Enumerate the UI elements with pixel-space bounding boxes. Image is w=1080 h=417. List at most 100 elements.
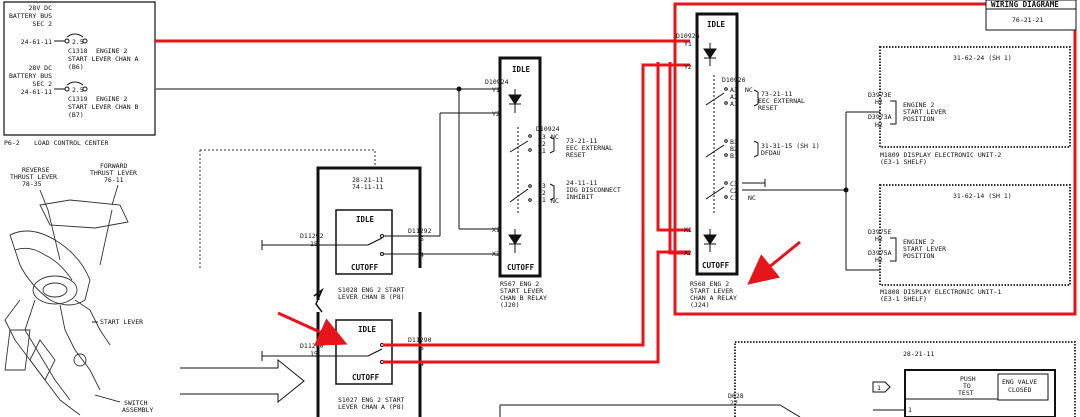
r567-pin-x1: X1: [492, 226, 500, 234]
deu2-desc-3: POSITION: [903, 115, 934, 123]
hollow-arrow-icon: [180, 358, 305, 404]
cb-a-bus: BATTERY BUS: [9, 12, 52, 20]
deu1-pin-top: H2: [875, 235, 883, 243]
deu-bus-wiring: [843, 111, 880, 271]
forward-label-3: 76-11: [104, 176, 124, 184]
cb-b-sec: SEC 2: [32, 80, 52, 88]
cb-a-id: C1318: [68, 47, 88, 55]
svg-text:A1: A1: [538, 147, 546, 155]
s1028-pin4: 4: [420, 251, 424, 259]
s1028-pin-in: 15: [310, 240, 318, 248]
s1028-connector: D11292: [300, 232, 324, 240]
r567-idle-label: IDLE: [512, 65, 531, 74]
cb-b-breaker-icon: [66, 81, 84, 86]
ref-box-line-2: 74-11-11: [352, 183, 383, 191]
cb-b-desc-1: ENGINE 2: [96, 95, 127, 103]
svg-text:PUSH: PUSH: [960, 375, 976, 383]
svg-text:A3: A3: [538, 133, 546, 141]
r568-set-a-desc-1: EEC EXTERNAL: [758, 97, 805, 105]
r568-set-a-desc-2: RESET: [758, 104, 778, 112]
deu1-desc-1: ENGINE 2: [903, 238, 934, 246]
switch-s1027: IDLE CUTOFF D11290 15 D11290 5 4 S1027 E…: [261, 319, 432, 411]
s1027-pin4: 4: [420, 360, 424, 368]
r568-caption-3: CHAN A RELAY: [690, 294, 737, 302]
s1027-caption-1: S1027 ENG 2 START: [338, 396, 405, 404]
r568-set-b-ref: 31-31-15 (SH 1): [761, 142, 820, 150]
mechanical-linkage: [200, 149, 376, 168]
r567-caption-1: R567 ENG 2: [500, 280, 539, 288]
deu2-shelf: (E3-1 SHELF): [880, 158, 927, 166]
switch-assembly-label-1: SWITCH: [124, 399, 148, 407]
s1027-wire-label: D11290: [408, 336, 432, 344]
r568-pin-x2: X2: [684, 249, 692, 257]
svg-text:A3: A3: [730, 86, 738, 94]
svg-text:TO: TO: [963, 382, 971, 390]
svg-text:NC: NC: [745, 86, 753, 94]
switch-s1028: IDLE CUTOFF D11292 15 D11292 5 4 S1028 E…: [261, 209, 490, 301]
s1028-idle-label: IDLE: [356, 215, 375, 224]
r567-contact-conn: D10924: [536, 125, 560, 133]
cb-b-rating: 2.5: [72, 86, 84, 94]
start-lever-label: START LEVER: [100, 318, 143, 326]
cb-b-voltage: 28V DC: [29, 64, 53, 72]
highlighted-circuit: [155, 39, 690, 364]
cb-a-desc-2: START LEVER CHAN A: [68, 55, 139, 63]
svg-text:C3: C3: [538, 182, 546, 190]
forward-label-2: THRUST LEVER: [90, 169, 137, 177]
svg-text:NC: NC: [551, 197, 559, 205]
r568-contact-conn: D10926: [722, 76, 746, 84]
r568-caption-1: R568 ENG 2: [690, 280, 729, 288]
thrust-lever-illustration: REVERSE THRUST LEVER 78-35 FORWARD THRUS…: [4, 149, 376, 416]
deu1-shelf: (E3-1 SHELF): [880, 295, 927, 303]
r567-set-a-contact-icon: [509, 134, 532, 153]
r567-set-a-ref: 73-21-11: [566, 137, 597, 145]
cb-b-id: C1319: [68, 95, 88, 103]
svg-text:C1: C1: [730, 194, 738, 202]
svg-text:A1: A1: [730, 100, 738, 108]
r568-contact-set-a: A3 A2 A1 NC 73-21-11 EEC EXTERNAL RESET: [705, 86, 805, 112]
annotation-arrow-icon: [277, 311, 348, 346]
s1028-caption-2: LEVER CHAN B (P8): [338, 293, 405, 301]
svg-text:A2: A2: [730, 93, 738, 101]
cb-a-breaker-icon: [66, 33, 84, 38]
reverse-label-3: 78-35: [22, 180, 42, 188]
r568-caption-2: START LEVER: [690, 287, 733, 295]
deu1-conn-top: D3975E: [868, 228, 892, 236]
s1027-contact-icon: [367, 348, 383, 357]
r568-set-b-contact-icon: [705, 139, 728, 158]
deu1-unit: M1808 DISPLAY ELECTRONIC UNIT-1: [880, 288, 1001, 296]
cb-a-ref: 24-61-11: [21, 38, 52, 46]
relay-r567: IDLE CUTOFF D10924 Y1 Y2 X1 X2 D10924 A3…: [485, 56, 621, 309]
s1027-connector: D11290: [300, 342, 324, 350]
svg-text:C1: C1: [538, 196, 546, 204]
deu2-desc-1: ENGINE 2: [903, 101, 934, 109]
r567-caption-3: CHAN B RELAY: [500, 294, 547, 302]
bottom-right-pin: 1: [908, 406, 912, 414]
cb-a-terminal-icon: [64, 38, 70, 44]
r567-pin-y2: Y2: [492, 110, 500, 118]
r568-set-b-desc: DFDAU: [761, 149, 781, 157]
r567-set-c-desc-1: IDG DISCONNECT: [566, 186, 621, 194]
svg-text:A2: A2: [538, 140, 546, 148]
r568-set-a-ref: 73-21-11: [761, 90, 792, 98]
s1028-cutoff-label: CUTOFF: [351, 263, 379, 272]
r567-set-c-desc-2: INHIBIT: [566, 193, 593, 201]
s1028-caption-1: S1028 ENG 2 START: [338, 286, 405, 294]
deu1-desc-3: POSITION: [903, 252, 934, 260]
r568-pin-x1: X1: [684, 226, 692, 234]
r567-set-c-contact-icon: [509, 184, 532, 203]
cb-a-desc-1: ENGINE 2: [96, 47, 127, 55]
s1027-pin-in: 15: [310, 350, 318, 358]
r567-contact-set-c: C3 C2 C1 NC 24-11-11 IDG DISCONNECT INHI…: [509, 179, 621, 205]
deu2-desc-2: START LEVER: [903, 108, 946, 116]
valve-label-1: ENG VALVE: [1002, 378, 1037, 386]
r568-set-c-contact-icon: [705, 181, 728, 200]
valve-label-2: CLOSED: [1008, 386, 1032, 394]
deu2-unit: M1809 DISPLAY ELECTRONIC UNIT-2: [880, 151, 1001, 159]
sheet-number: 76-21-21: [1012, 16, 1043, 24]
bottom-right-ref: 28-21-11: [903, 350, 934, 358]
sheet-title-block: WIRING DIAGRAME 76-21-21: [985, 0, 1077, 31]
callout-number: 1: [877, 384, 881, 392]
panel-id: P6-2: [4, 139, 20, 147]
deu-1: 31-62-14 (SH 1) D3975E H2 D3975A H2 ENGI…: [868, 184, 1071, 303]
